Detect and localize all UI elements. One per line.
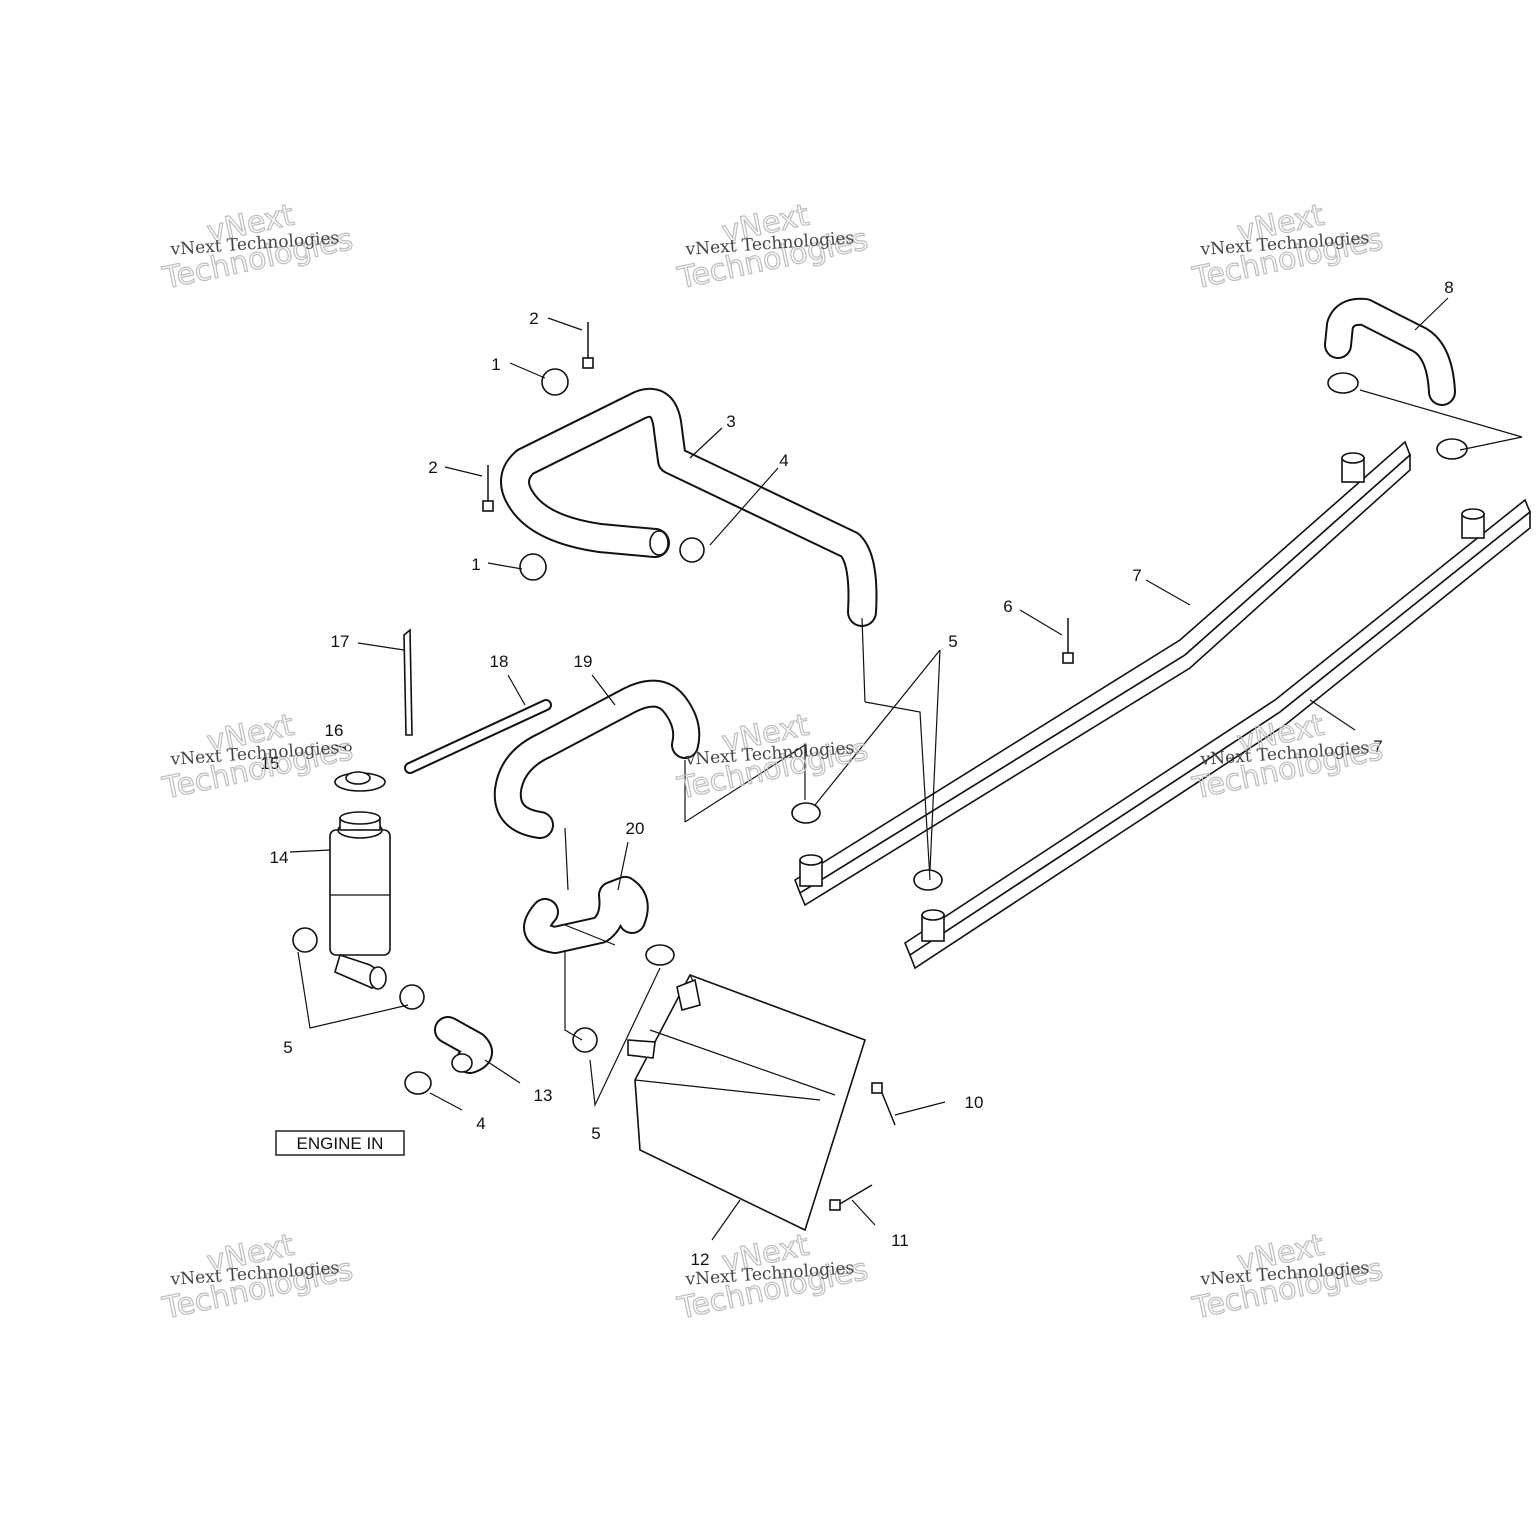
heat-exchanger-lower (904, 498, 1531, 970)
callout-13: 13 (534, 1086, 553, 1105)
callout-10: 10 (965, 1093, 984, 1112)
callout-5b: 5 (283, 1038, 292, 1057)
callout-4b: 4 (476, 1114, 485, 1133)
callout-4a: 4 (779, 451, 788, 470)
hose-3 (500, 387, 878, 703)
clamp-1b (519, 553, 547, 581)
bolts (482, 322, 1074, 1211)
radiator-12 (627, 974, 866, 1232)
callout-6: 6 (1003, 597, 1012, 616)
clamp-5d (399, 984, 425, 1010)
tube-18 (404, 699, 552, 774)
connection-lines (564, 701, 931, 1041)
callout-12: 12 (691, 1250, 710, 1269)
clamp-5e (572, 1027, 598, 1053)
callout-19: 19 (574, 652, 593, 671)
clamp-5c (292, 927, 318, 953)
callout-3: 3 (726, 412, 735, 431)
hose-19 (493, 679, 701, 839)
clamp-4b (404, 1071, 432, 1095)
engine-in-label-box: ENGINE IN (275, 1130, 405, 1156)
callout-1b: 1 (471, 555, 480, 574)
callout-20: 20 (626, 819, 645, 838)
hose-20 (523, 876, 649, 954)
callout-18: 18 (490, 652, 509, 671)
callout-5a: 5 (948, 632, 957, 651)
heat-exchanger-upper (794, 440, 1411, 907)
callout-8: 8 (1444, 278, 1453, 297)
callout-15: 15 (261, 754, 280, 773)
clamp-5f (645, 944, 675, 966)
leader-lines (289, 297, 1523, 1241)
clamp-5a (791, 802, 821, 824)
clamp-5b (913, 869, 943, 891)
clamp-1a (541, 368, 569, 396)
reservoir-14 (329, 811, 391, 990)
callout-2b: 2 (428, 458, 437, 477)
callout-1a: 1 (491, 355, 500, 374)
clamps (292, 368, 1468, 1095)
engine-in-label: ENGINE IN (297, 1134, 384, 1153)
clamp-8a (1327, 372, 1359, 394)
callout-5c: 5 (591, 1124, 600, 1143)
cap-16 (334, 744, 386, 792)
callout-7a: 7 (1132, 566, 1141, 585)
elbow-13 (434, 1016, 493, 1074)
clamp-4a (679, 537, 705, 563)
callout-14: 14 (270, 848, 289, 867)
callouts: 1 1 2 2 3 4 4 5 5 5 6 7 7 8 10 11 12 13 … (261, 278, 1454, 1269)
callout-7b: 7 (1373, 737, 1382, 756)
callout-16: 16 (325, 721, 344, 740)
callout-17: 17 (331, 632, 350, 651)
callout-2a: 2 (529, 309, 538, 328)
callout-11: 11 (891, 1231, 909, 1250)
rod-17 (403, 628, 413, 736)
hose-8 (1324, 297, 1456, 406)
